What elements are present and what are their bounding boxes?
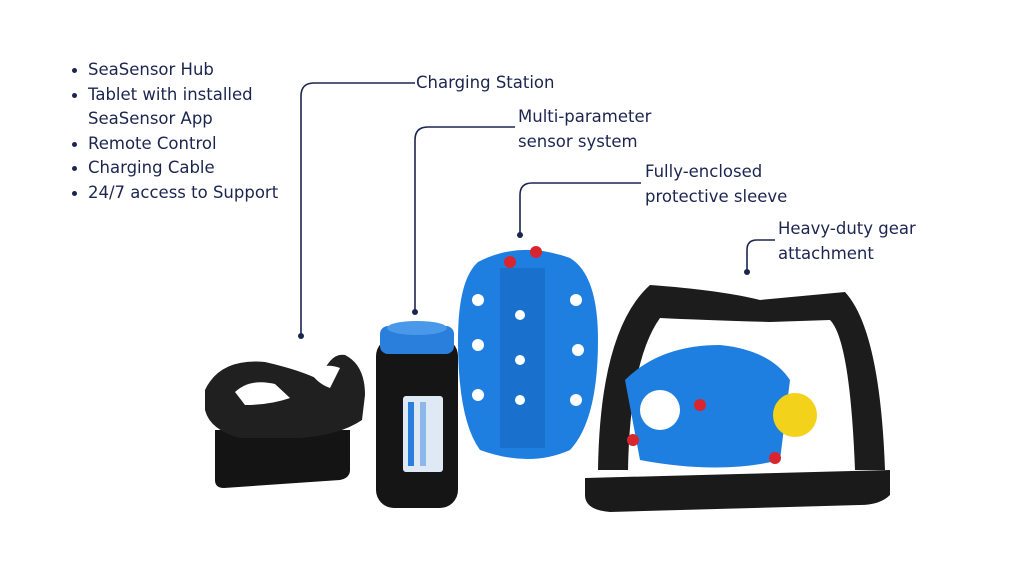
callout-sensor-system: Multi-parameter sensor system bbox=[518, 105, 651, 154]
callout-line-sleeve bbox=[519, 182, 641, 233]
callout-dot bbox=[744, 269, 750, 275]
callout-charging-station: Charging Station bbox=[416, 73, 555, 92]
list-item: Charging Cable bbox=[70, 156, 278, 181]
list-item: Tablet with installed SeaSensor App bbox=[70, 83, 268, 132]
callout-dot bbox=[517, 232, 523, 238]
callout-gear-attachment: Heavy-duty gear attachment bbox=[778, 217, 916, 266]
callout-lines bbox=[300, 82, 775, 334]
callout-protective-sleeve: Fully-enclosed protective sleeve bbox=[645, 160, 787, 209]
protective-sleeve-image bbox=[458, 246, 598, 459]
callout-gear-line2: attachment bbox=[778, 243, 874, 263]
callout-sleeve-line1: Fully-enclosed bbox=[645, 162, 763, 181]
list-item: SeaSensor Hub bbox=[70, 58, 278, 83]
callout-dot bbox=[298, 333, 304, 339]
callout-sensor-line1: Multi-parameter bbox=[518, 107, 652, 126]
callout-line-charging-station bbox=[300, 82, 415, 334]
callout-dot bbox=[412, 309, 418, 315]
included-items-list: SeaSensor Hub Tablet with installed SeaS… bbox=[70, 58, 278, 205]
charging-station-image bbox=[205, 354, 365, 488]
sensor-hub-image bbox=[376, 321, 458, 508]
gear-attachment-image bbox=[585, 285, 890, 512]
list-item: 24/7 access to Support bbox=[70, 181, 278, 206]
callout-line-sensor bbox=[414, 126, 515, 310]
callout-sleeve-line2: protective sleeve bbox=[645, 186, 788, 206]
callout-sensor-line2: sensor system bbox=[518, 131, 638, 151]
callout-line-gear bbox=[746, 239, 775, 270]
callout-gear-line1: Heavy-duty gear bbox=[778, 219, 916, 238]
list-item: Remote Control bbox=[70, 132, 278, 157]
